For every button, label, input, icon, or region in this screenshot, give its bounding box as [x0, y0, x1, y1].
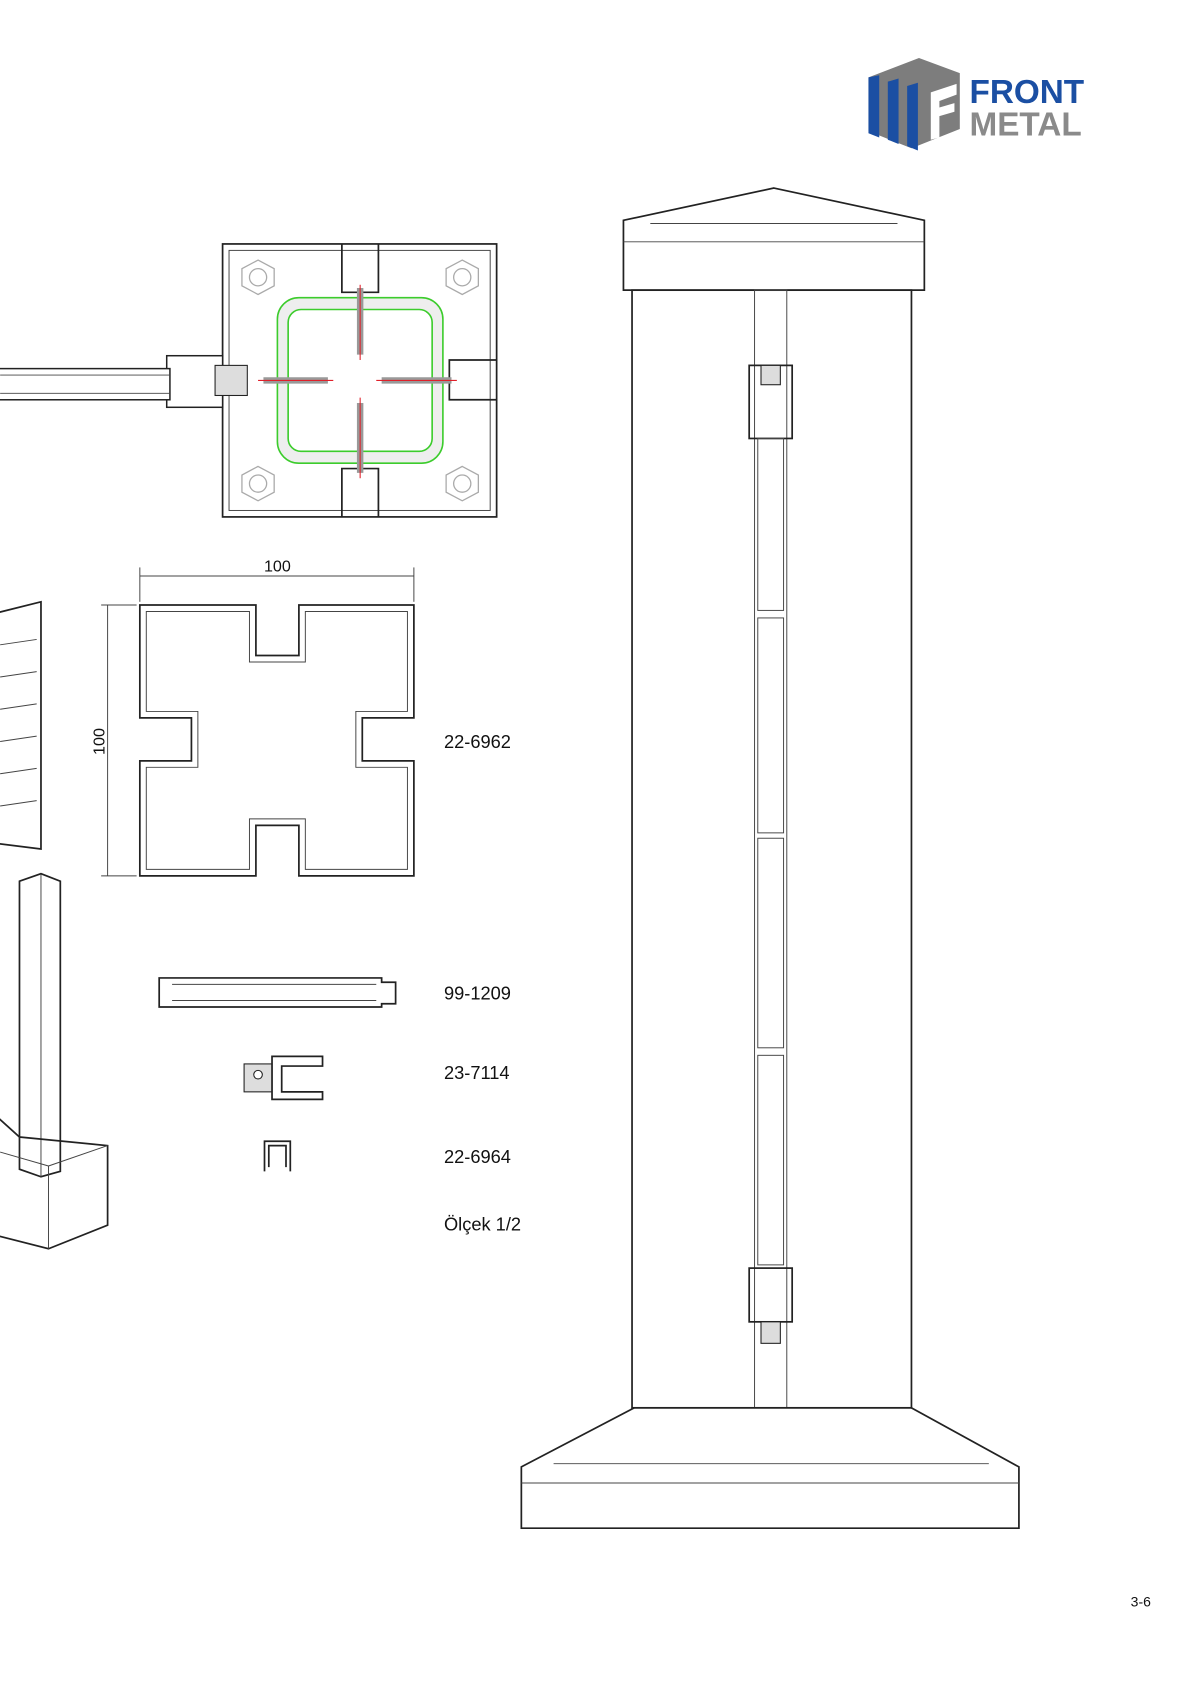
profile-22-6962-drawing: 100 100 22-6962 — [90, 558, 511, 877]
part-label-22-6962: 22-6962 — [444, 731, 511, 752]
post-elevation-view — [520, 187, 1020, 1530]
part-label-22-6964: 22-6964 — [444, 1146, 511, 1167]
logo-text-front: FRONT — [969, 74, 1084, 111]
profile-23-7114-drawing: 23-7114 — [243, 1055, 510, 1101]
profile-99-1209-drawing: 99-1209 — [158, 977, 511, 1008]
adapter-profile — [165, 354, 224, 409]
post-section-detail — [0, 243, 498, 518]
front-metal-logo: FRONT METAL — [868, 58, 1084, 151]
page-number: 3-6 — [1131, 1594, 1151, 1610]
logo-text-metal: METAL — [969, 106, 1081, 143]
part-label-23-7114: 23-7114 — [444, 1062, 510, 1083]
fence-perspective-view — [0, 600, 109, 1250]
rail-profile — [0, 367, 171, 401]
part-label-99-1209: 99-1209 — [444, 982, 511, 1003]
width-dimension: 100 — [264, 558, 291, 576]
height-dimension: 100 — [90, 728, 108, 755]
profile-22-6964-drawing: 22-6964 — [263, 1140, 511, 1172]
scale-label: Ölçek 1/2 — [444, 1213, 521, 1234]
